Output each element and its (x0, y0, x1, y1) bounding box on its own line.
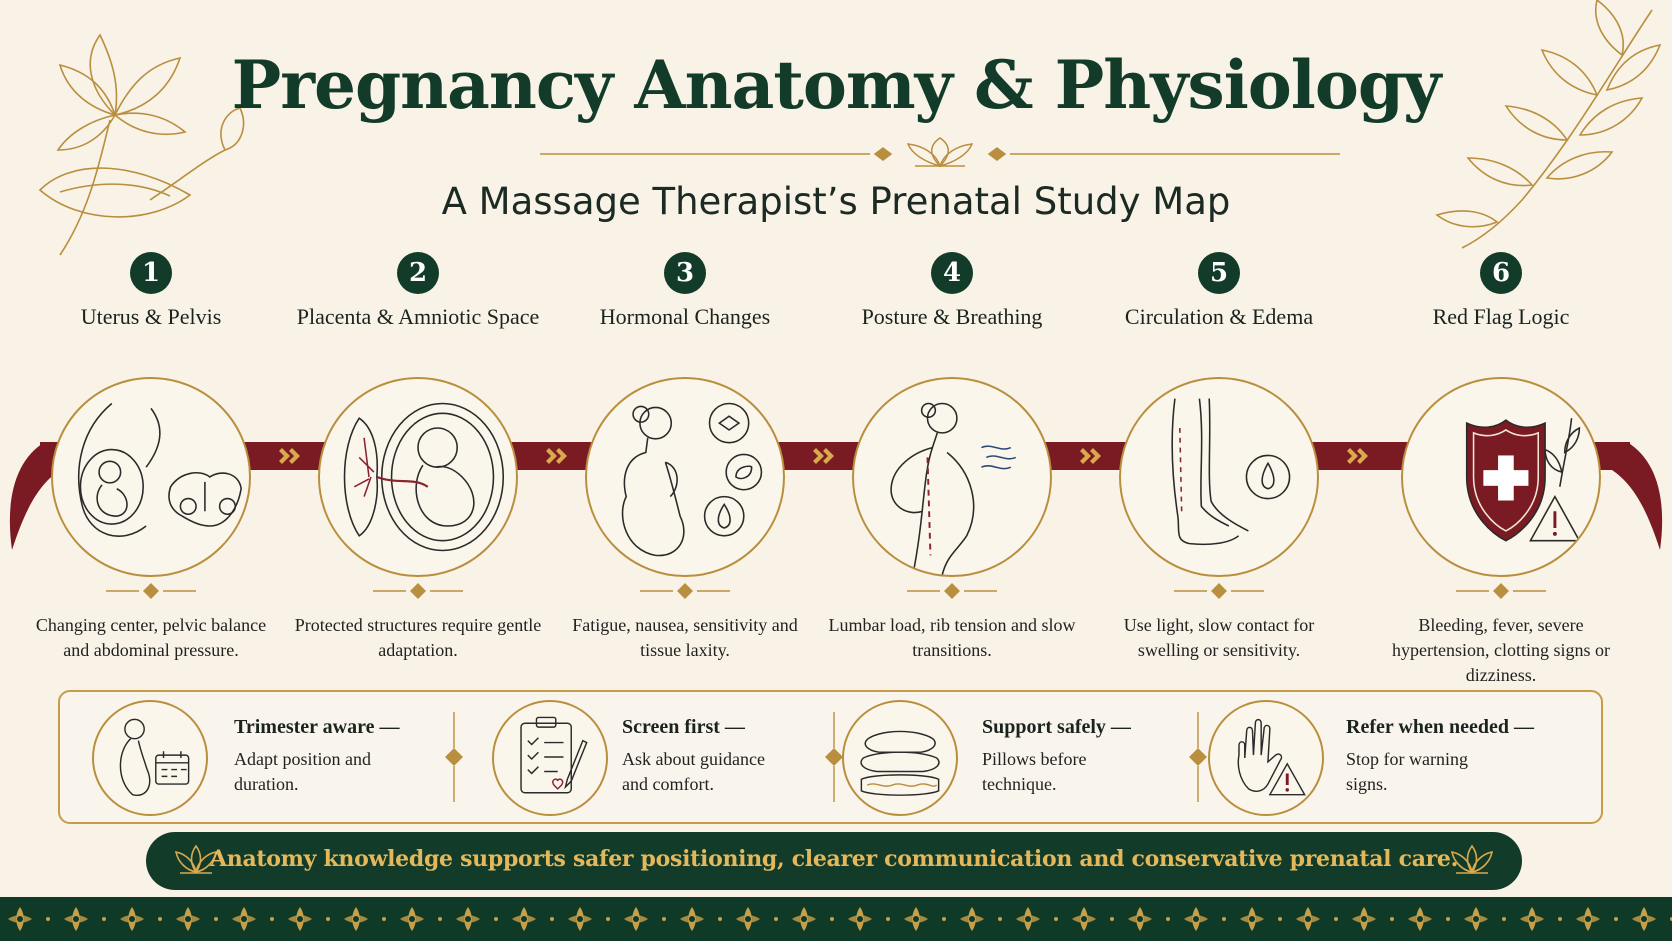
tip-support: Support safely — Pillows before techniqu… (842, 692, 1202, 822)
clipboard-checklist-icon (492, 700, 608, 816)
step-description: Lumbar load, rib tension and slow transi… (828, 615, 1076, 660)
step-description: Bleeding, fever, severe hypertension, cl… (1392, 615, 1610, 685)
step-description: Fatigue, nausea, sensitivity and tissue … (572, 615, 798, 660)
step-title: Circulation & Edema (1124, 304, 1314, 329)
tip-separator (825, 712, 843, 802)
step-description: Use light, slow contact for swelling or … (1123, 615, 1315, 660)
calendar-pregnancy-icon (92, 700, 208, 816)
stop-hand-warning-icon (1208, 700, 1324, 816)
step-number: 3 (664, 252, 706, 294)
step-5: 5 Circulation & Edema Use light, slow co… (1094, 252, 1344, 663)
step-number: 4 (931, 252, 973, 294)
step-description: Protected structures require gentle adap… (294, 615, 542, 660)
tip-body: Stop for warning signs. (1346, 749, 1468, 794)
tip-body: Ask about guidance and comfort. (622, 749, 765, 794)
tip-trimester: Trimester aware — Adapt position and dur… (60, 692, 440, 822)
tip-heading: Support safely — (982, 716, 1131, 738)
step-description: Changing center, pelvic balance and abdo… (35, 615, 267, 660)
lotus-illustration-icon (38, 33, 245, 256)
pregnant-woman-hormones-icon (585, 377, 785, 577)
ornamental-footer-border (0, 897, 1672, 941)
page-title: Pregnancy Anatomy & Physiology (231, 46, 1442, 124)
step-title: Hormonal Changes (599, 304, 771, 329)
step-4: 4 Posture & Breathing Lumbar load, rib t… (827, 252, 1077, 663)
step-title: Red Flag Logic (1432, 304, 1570, 329)
tip-body: Adapt position and duration. (234, 749, 371, 794)
tip-separator (1189, 712, 1207, 802)
pillows-icon (842, 700, 958, 816)
placenta-fetus-icon (318, 377, 518, 577)
tip-heading: Trimester aware — (234, 716, 400, 738)
tip-screen: Screen first — Ask about guidance and co… (462, 692, 822, 822)
step-number: 6 (1480, 252, 1522, 294)
shield-warning-icon (1401, 377, 1601, 577)
step-title: Posture & Breathing (861, 304, 1043, 329)
tips-panel: Trimester aware — Adapt position and dur… (58, 690, 1603, 824)
tip-body: Pillows before technique. (982, 749, 1087, 794)
page-subtitle: A Massage Therapist’s Prenatal Study Map (441, 180, 1231, 223)
step-number: 5 (1198, 252, 1240, 294)
uterus-pelvis-icon (51, 377, 251, 577)
title-divider (540, 137, 1340, 168)
summary-banner: Anatomy knowledge supports safer positio… (146, 832, 1522, 890)
step-title: Placenta & Amniotic Space (296, 304, 540, 329)
leaf-branch-illustration-icon (1435, 0, 1662, 249)
step-number: 2 (397, 252, 439, 294)
lotus-icon (174, 844, 218, 874)
step-1: 1 Uterus & Pelvis Changing center, pelvi… (26, 252, 276, 663)
posture-breathing-icon (852, 377, 1052, 577)
tip-heading: Screen first — (622, 716, 745, 738)
step-title: Uterus & Pelvis (80, 304, 222, 329)
tip-heading: Refer when needed — (1346, 716, 1534, 738)
step-3: 3 Hormonal Changes Fatigue, nausea, sens… (560, 252, 810, 663)
tip-separator (445, 712, 463, 802)
summary-banner-text: Anatomy knowledge supports safer positio… (209, 846, 1458, 872)
legs-edema-icon (1119, 377, 1319, 577)
step-2: 2 Placenta & Amniotic Space Protected st… (293, 252, 543, 663)
step-number: 1 (130, 252, 172, 294)
lotus-icon (1450, 844, 1494, 874)
tip-refer: Refer when needed — Stop for warning sig… (1206, 692, 1596, 822)
step-6: 6 Red Flag Logic Bleeding, fever, severe… (1376, 252, 1626, 688)
